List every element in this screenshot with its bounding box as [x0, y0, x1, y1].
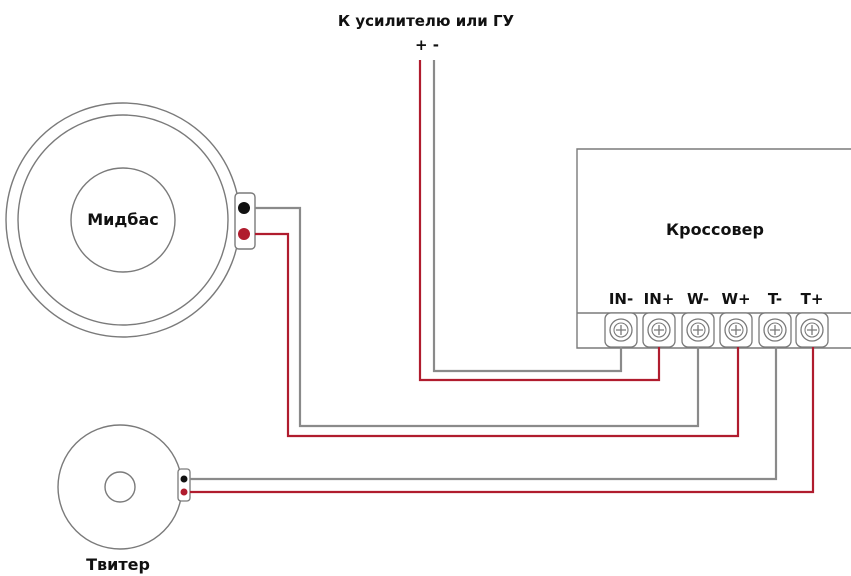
midbass-negative-wire [255, 206, 700, 428]
terminal-label-w-minus: W- [687, 290, 709, 308]
tweeter-negative-wire [190, 347, 778, 481]
source-polarity: + - [415, 36, 439, 54]
screw-terminal-in-plus [642, 312, 676, 348]
midbass-speaker: Мидбас [5, 102, 256, 338]
midbass-positive-wire [255, 232, 740, 438]
midbass-negative-contact [238, 202, 250, 214]
screw-terminal-t-plus [795, 312, 829, 348]
screw-terminal-in-minus [604, 312, 638, 348]
screw-terminal-w-plus [719, 312, 753, 348]
input-negative-wire [432, 60, 623, 373]
midbass-dust-cap [70, 167, 176, 273]
crossover-label: Кроссовер [666, 220, 764, 239]
terminal-label-in-minus: IN- [609, 290, 633, 308]
midbass-label: Мидбас [87, 210, 159, 229]
tweeter-label: Твитер [86, 555, 150, 574]
screw-terminal-w-minus [681, 312, 715, 348]
source-label: К усилителю или ГУ [338, 12, 515, 30]
input-positive-wire [418, 60, 661, 382]
tweeter-dome [104, 471, 136, 503]
crossover-body [576, 148, 851, 349]
terminal-label-t-plus: T+ [801, 290, 824, 308]
screw-terminal-t-minus [758, 312, 792, 348]
midbass-positive-contact [238, 228, 250, 240]
tweeter-positive-contact [180, 488, 188, 496]
crossover: Кроссовер IN- IN+ W- W+ T- T+ [576, 148, 851, 349]
terminal-label-t-minus: T- [768, 290, 782, 308]
terminal-label-w-plus: W+ [721, 290, 750, 308]
terminal-label-in-plus: IN+ [644, 290, 675, 308]
tweeter-terminal-block [177, 468, 191, 502]
wires [190, 60, 815, 494]
tweeter-speaker: Твитер [57, 424, 191, 574]
midbass-terminal-block [234, 192, 256, 250]
tweeter-positive-wire [190, 347, 815, 494]
tweeter-negative-contact [180, 475, 188, 483]
